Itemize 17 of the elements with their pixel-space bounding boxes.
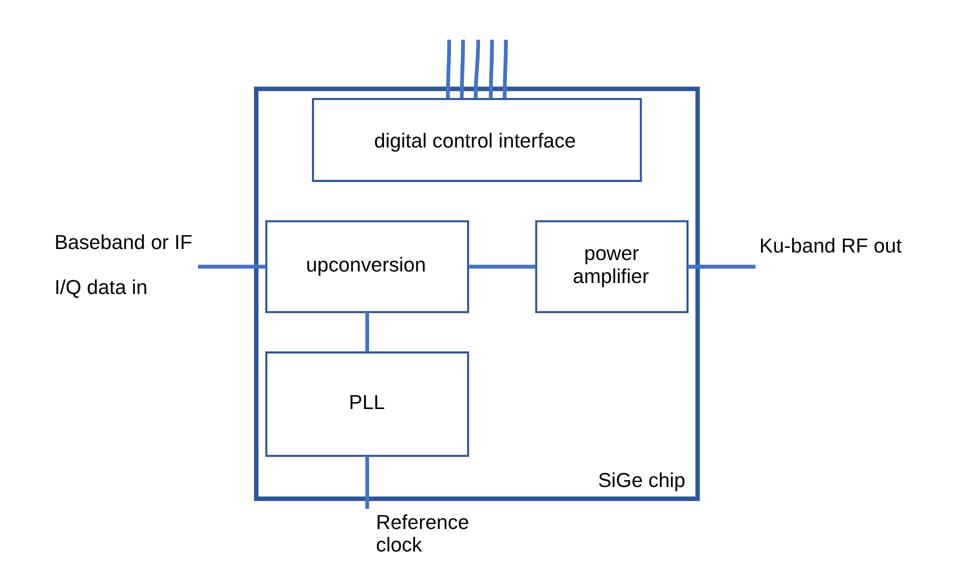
node-box: upconversion: [265, 220, 470, 314]
connector: [365, 456, 370, 509]
connector: [502, 40, 508, 98]
node-text: Baseband or IF I/Q data in: [54, 232, 192, 300]
connector: [474, 40, 480, 98]
connector: [365, 312, 370, 352]
connector: [198, 264, 266, 269]
node-box: PLL: [265, 351, 470, 457]
node-text: Reference clock: [376, 512, 470, 556]
connector: [488, 40, 494, 98]
connector: [688, 264, 756, 269]
node-text: Ku-band RF out: [759, 236, 902, 258]
node-box: power amplifier: [535, 220, 689, 314]
node-box: digital control interface: [312, 98, 642, 182]
connector: [446, 40, 452, 98]
connector: [460, 40, 465, 98]
connector: [468, 264, 536, 269]
